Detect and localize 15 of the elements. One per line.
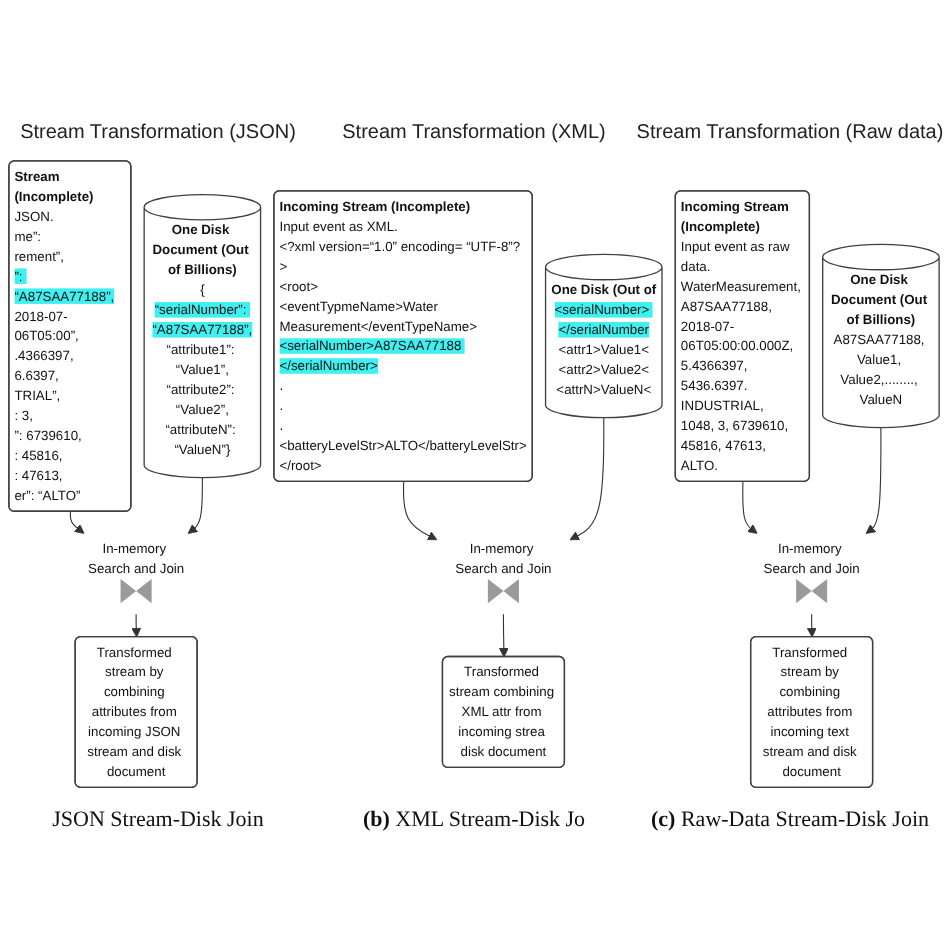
arrow xyxy=(131,613,142,638)
panel-title: Stream Transformation (XML) xyxy=(342,121,606,144)
panel-caption: (b) XML Stream-Disk Jo xyxy=(362,808,586,833)
arrow xyxy=(498,613,509,658)
arrow xyxy=(69,511,85,534)
arrow xyxy=(187,476,203,534)
arrow xyxy=(865,427,882,534)
arrow xyxy=(806,613,817,638)
panel-title: Stream Transformation (Raw data) xyxy=(636,121,944,144)
panel-caption: (c) Raw-Data Stream-Disk Join xyxy=(651,808,929,833)
arrow xyxy=(742,481,758,534)
arrow xyxy=(402,481,438,541)
arrow xyxy=(569,417,605,541)
panel-title: Stream Transformation (JSON) xyxy=(20,121,296,144)
panel-caption: JSON Stream-Disk Join xyxy=(52,808,264,833)
